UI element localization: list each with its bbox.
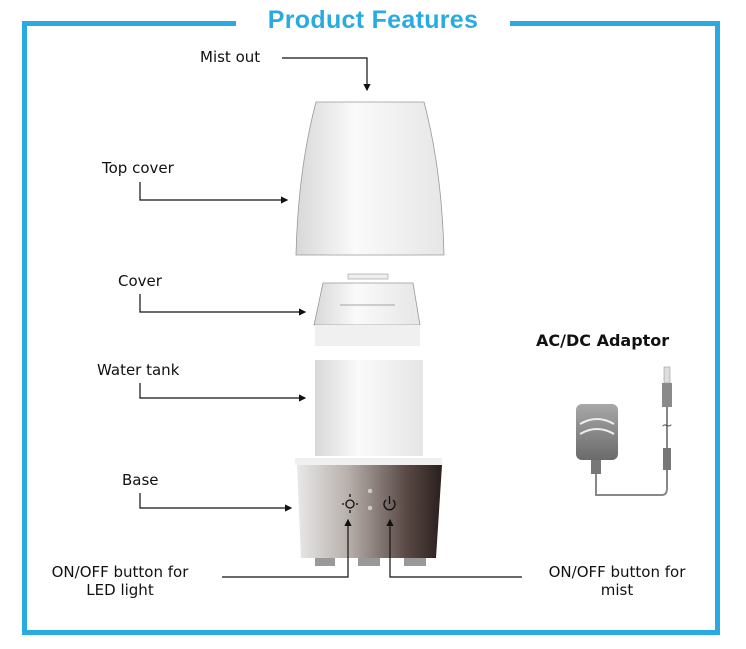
mist-out-label: Mist out [200, 48, 261, 66]
led-light-icon [342, 494, 358, 513]
page-title: Product Features [236, 3, 510, 37]
base-part [295, 458, 442, 566]
led-button-label: ON/OFF button for LED light [40, 563, 200, 599]
mist-out-leader [282, 57, 371, 92]
base-leader [139, 493, 293, 512]
mist-button-label-line2: mist [600, 581, 634, 599]
water-tank-label: Water tank [97, 361, 180, 379]
led-button-label-line1: ON/OFF button for [51, 563, 189, 581]
power-icon [383, 496, 396, 511]
water-tank-part [315, 360, 423, 456]
led-button-label-line2: LED light [86, 581, 154, 599]
indicator-dot [367, 505, 373, 511]
svg-text:~: ~ [661, 418, 673, 434]
mist-button-leader [386, 518, 522, 578]
top-cover-leader [139, 182, 289, 204]
top-cover-part [295, 101, 445, 256]
water-tank-leader [139, 383, 307, 402]
cover-label: Cover [118, 272, 162, 290]
base-label: Base [122, 471, 159, 489]
adaptor-label: AC/DC Adaptor [536, 331, 670, 350]
indicator-dot [367, 488, 373, 494]
cover-leader [139, 294, 307, 316]
top-cover-label: Top cover [102, 159, 174, 177]
cover-part [313, 273, 421, 346]
mist-button-label: ON/OFF button for mist [537, 563, 697, 599]
mist-button-label-line1: ON/OFF button for [548, 563, 686, 581]
led-button-leader [222, 518, 352, 578]
ac-dc-adaptor-image: ~ [576, 366, 673, 496]
